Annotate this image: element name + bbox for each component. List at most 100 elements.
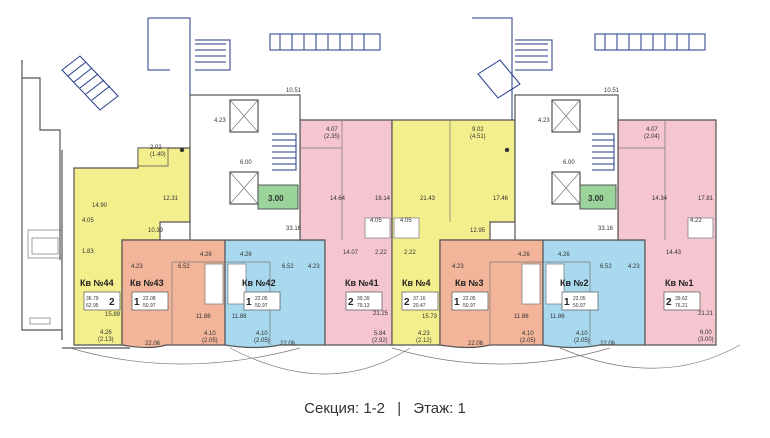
apartment-44-area2: 62.95 (86, 303, 99, 309)
apartment-44-rooms: 2 (109, 297, 115, 308)
apartment-2-rooms: 1 (564, 297, 570, 308)
left-structure (21, 60, 130, 349)
apartment-42-rooms: 1 (246, 297, 252, 308)
apartment-43-area2: 50.97 (143, 303, 156, 309)
elev-left-area: 3.00 (268, 194, 284, 203)
floor-label: Этаж: 1 (413, 400, 466, 417)
p41_b: 14.64 (330, 196, 346, 202)
b42_a: 4.26 (240, 252, 252, 258)
vest-left-area: 4.23 (214, 118, 226, 124)
elev-right-area: 3.00 (588, 194, 604, 203)
b2_e: 22.06 (600, 341, 616, 347)
apartment-44-area1: 36.79 (86, 296, 99, 302)
apartment-1-rooms: 2 (666, 297, 672, 308)
y4_f: 12.95 (470, 228, 486, 234)
apartment-41-area2: 79.13 (357, 303, 370, 309)
b2_c: 4.23 (628, 264, 640, 270)
y4_a: 9.02 (472, 127, 484, 133)
apartment-2-area2: 50.97 (573, 303, 586, 309)
floor-plan: 2.02 (1.40) 14.90 12.31 4.05 10.39 1.83 … (21, 17, 741, 375)
y44_top: 2.02 (150, 145, 162, 151)
o3_d: 22.06 (468, 341, 484, 347)
p41_f: 14.07 (343, 250, 359, 256)
o3_b: 4.26 (518, 252, 530, 258)
apartment-42-label: Кв №42 (242, 278, 276, 288)
o3_a: 4.23 (452, 264, 464, 270)
p1_e: 14.43 (666, 250, 682, 256)
apartment-3-area (439, 239, 544, 349)
apartment-41 (299, 119, 393, 346)
apartment-43-label: Кв №43 (130, 278, 164, 288)
y4_d: 4.05 (400, 218, 412, 224)
p1_balc2: (3.00) (698, 337, 714, 343)
y4_balc2: (2.12) (416, 338, 432, 344)
apartment-4-rooms: 2 (404, 297, 410, 308)
o43_balc: 4.10 (204, 331, 216, 337)
apartment-41-area1: 39.39 (357, 296, 370, 302)
b2_d: 11.86 (550, 314, 565, 320)
p41_balc2: (2.92) (372, 338, 388, 344)
apartment-4-area2: 20.47 (413, 303, 426, 309)
b42_balc2: (2.05) (254, 338, 270, 344)
y44_balc: 4.26 (100, 330, 112, 336)
y44_wc: 1.83 (82, 249, 94, 255)
apartment-42-area1: 22.05 (255, 296, 268, 302)
y44_top2: (1.40) (150, 152, 166, 158)
apartment-44-label: Кв №44 (80, 278, 114, 288)
p1_a: 4.07 (646, 127, 658, 133)
plan-caption: Секция: 1-2 | Этаж: 1 (0, 400, 770, 417)
stairs-left (61, 17, 381, 130)
apartment-4-label: Кв №4 (402, 278, 431, 288)
y4_e: 2.22 (404, 250, 416, 256)
apartment-42-area2: 50.97 (255, 303, 268, 309)
b42_balc: 4.10 (256, 331, 268, 337)
apartment-2-label: Кв №2 (560, 278, 589, 288)
apartment-41-rooms: 2 (348, 297, 354, 308)
apartment-1 (617, 119, 717, 346)
b2_b: 6.52 (600, 264, 612, 270)
y4_a2: (4.51) (470, 134, 486, 140)
apartment-3-area1: 22.05 (463, 296, 476, 302)
p41_e: 2.22 (375, 250, 387, 256)
top-right-area: 10.51 (604, 88, 620, 94)
apartment-3-area2: 50.97 (463, 303, 476, 309)
apartment-43-rooms: 1 (134, 297, 140, 308)
area-badges: 2 36.79 62.95 1 22.08 50.97 1 22.05 50.9… (83, 291, 701, 311)
o3_balc2: (2.05) (520, 338, 536, 344)
caption-separator: | (397, 400, 402, 417)
stairs-right (472, 17, 706, 120)
b42_b: 6.52 (282, 264, 294, 270)
lobby-right-area: 6.00 (563, 160, 575, 166)
p41_c: 18.14 (375, 196, 391, 202)
o43_c: 4.26 (200, 252, 212, 258)
p1_d: 4.22 (690, 218, 702, 224)
apartment-41-label: Кв №41 (345, 278, 379, 288)
o43_d: 11.86 (196, 314, 211, 320)
apartment-43-area (121, 239, 226, 349)
b42_e: 22.06 (280, 341, 296, 347)
y44_bath: 4.05 (82, 218, 94, 224)
apartment-1-label: Кв №1 (665, 278, 694, 288)
o3_c: 11.86 (514, 314, 529, 320)
corr-left-area: 33.16 (286, 226, 302, 232)
o43_a: 4.23 (131, 264, 143, 270)
o3_balc: 4.10 (522, 331, 534, 337)
apartment-4-area1: 37.16 (413, 296, 426, 302)
apartment-43-area1: 22.08 (143, 296, 156, 302)
p1_b: 14.34 (652, 196, 668, 202)
b2_balc: 4.10 (576, 331, 588, 337)
core-left (179, 94, 301, 241)
core-right (504, 94, 619, 241)
y44_balc2: (2.13) (98, 337, 114, 343)
vest-right-area: 4.23 (538, 118, 550, 124)
y4_c: 17.46 (493, 196, 509, 202)
p41_g: 21.25 (373, 311, 389, 317)
p41_a2: (2.35) (324, 134, 340, 140)
apartment-1-area1: 39.62 (675, 296, 688, 302)
y44_room2: 15.89 (105, 312, 121, 318)
apartment-1-area2: 76.21 (675, 303, 688, 309)
b42_c: 4.23 (308, 264, 320, 270)
corr-right-area: 33.16 (598, 226, 614, 232)
apartment-labels: Кв №44 Кв №43 Кв №42 Кв №41 Кв №4 Кв №3 … (80, 278, 694, 288)
apartment-43 (121, 239, 226, 349)
